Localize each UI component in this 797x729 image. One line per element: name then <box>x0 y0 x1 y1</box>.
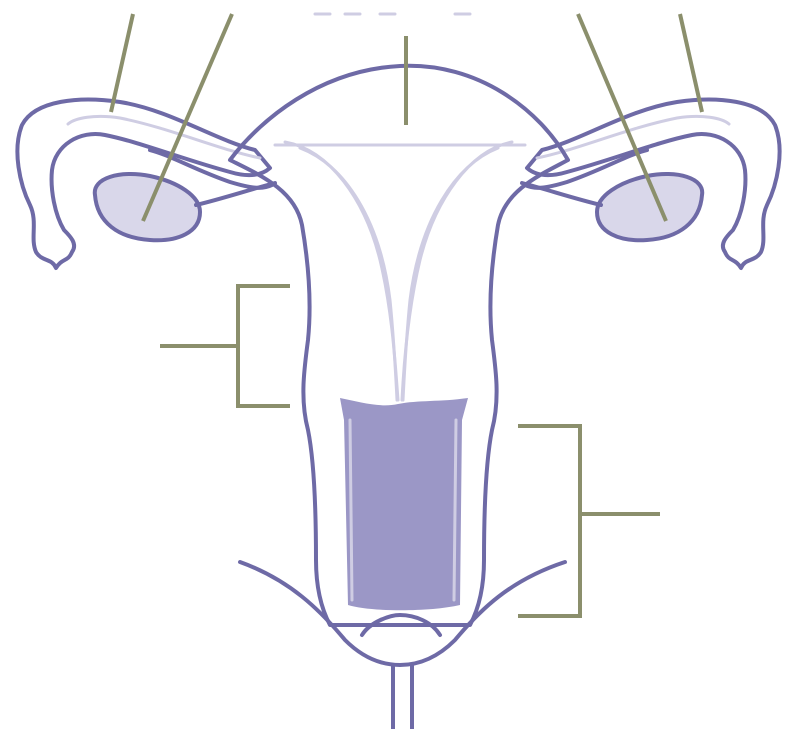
leader-fimbriae-left <box>111 14 133 112</box>
vaginal-canal <box>340 398 468 610</box>
right-ovarian-ligament <box>522 183 601 205</box>
left-ovarian-ligament <box>196 183 275 205</box>
leader-bracket-right <box>518 426 580 616</box>
leader-fimbriae-right <box>680 14 702 112</box>
uterine-cavity <box>285 142 512 400</box>
leader-bracket-left <box>238 286 290 406</box>
